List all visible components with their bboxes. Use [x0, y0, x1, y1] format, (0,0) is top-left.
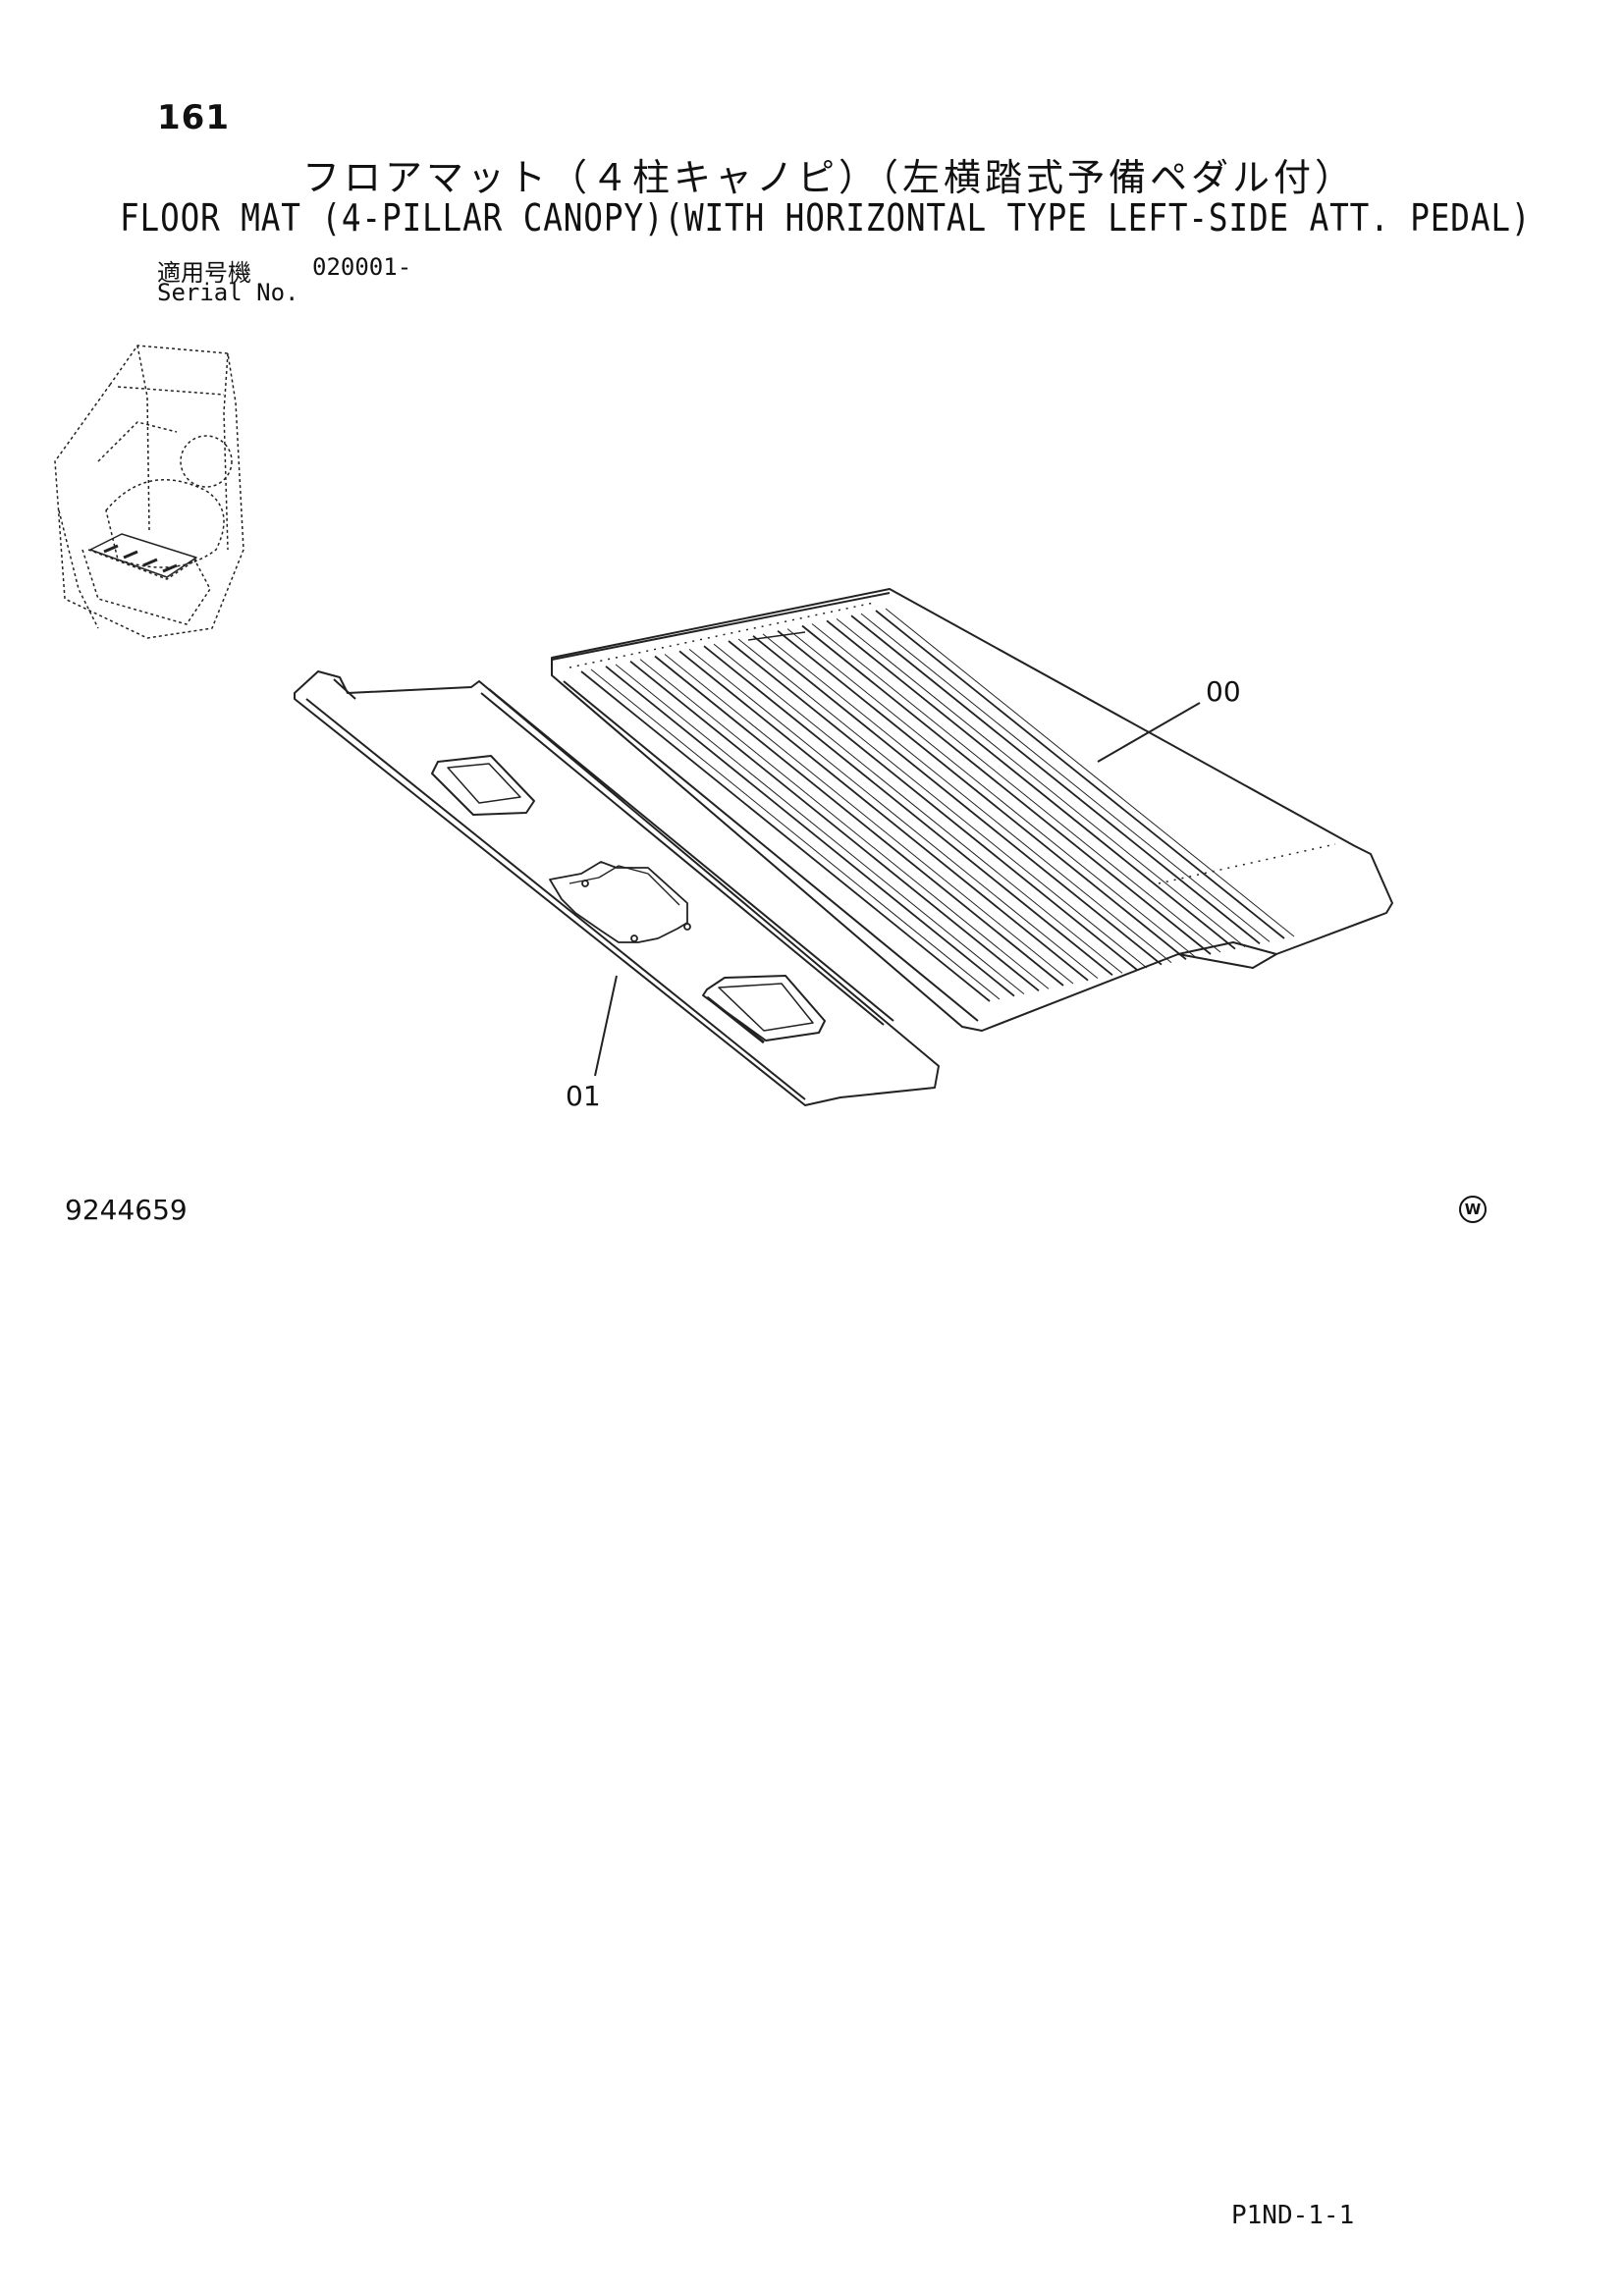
floor-mat-rib [629, 660, 1040, 992]
cab-overview-sketch-icon [54, 345, 244, 639]
floor-mat-side-part-01 [294, 670, 940, 1106]
floor-mat-rib [654, 655, 1064, 987]
drawing-number: 9244659 [65, 1194, 188, 1226]
floor-mat-rib [752, 635, 1163, 966]
callout-label-01: 01 [566, 1080, 601, 1112]
floor-mat-rib-edge [737, 638, 1148, 969]
side-mat-pedal-opening [549, 861, 691, 943]
floor-mat-rib [875, 610, 1285, 939]
floor-mat-rib-edge [664, 654, 1074, 985]
floor-mat-rib-edge [615, 664, 1025, 995]
floor-mat-rib-edge [836, 617, 1246, 948]
floor-mat-rib [703, 645, 1113, 977]
side-mat-upper-cutout [431, 755, 535, 816]
serial-label-japanese: 適用号機 [157, 259, 251, 287]
floor-mat-rib [801, 624, 1212, 955]
floor-mat-rib [728, 640, 1138, 971]
floor-mat-rib-edge [885, 608, 1295, 937]
leader-line-00 [1097, 702, 1201, 763]
page-number: 161 [157, 98, 230, 137]
serial-value: 020001- [312, 253, 412, 281]
floor-mat-rib [678, 650, 1089, 982]
floor-mat-rib [826, 619, 1236, 950]
floor-mat-rib-edge [639, 659, 1050, 989]
floor-mat-rib-edge [688, 648, 1099, 980]
cab-floor-highlight [89, 533, 197, 578]
floor-mat-rib-edge [713, 643, 1123, 974]
leader-line-01 [594, 975, 618, 1077]
title-english: FLOOR MAT (4-PILLAR CANOPY)(WITH HORIZON… [120, 196, 1532, 240]
floor-mat-rib [850, 614, 1261, 945]
floor-mat-upper-inset [747, 631, 806, 641]
title-japanese: フロアマット（４柱キャノピ）（左横踏式予備ペダル付） [302, 156, 1357, 199]
floor-mat-main-part-00 [551, 588, 1393, 1032]
floor-mat-rib-edge [811, 623, 1221, 953]
circled-w-mark-icon: W [1459, 1196, 1487, 1223]
floor-mat-ribs [580, 608, 1295, 1002]
floor-mat-rib [580, 670, 991, 1002]
page-code: P1ND-1-1 [1231, 2201, 1355, 2230]
floor-mat-rib-edge [786, 628, 1197, 958]
parts-diagram [54, 345, 1393, 1106]
floor-mat-dots [568, 602, 1336, 884]
side-mat-lower-cutout [702, 975, 826, 1044]
floor-mat-rib-edge [590, 668, 1001, 1000]
serial-label-english: Serial No. [157, 279, 299, 306]
floor-mat-rib [777, 629, 1187, 961]
floor-mat-rib [605, 666, 1015, 997]
callout-label-00: 00 [1206, 675, 1241, 708]
floor-mat-rib-edge [762, 633, 1172, 964]
floor-mat-rib-edge [860, 613, 1271, 942]
